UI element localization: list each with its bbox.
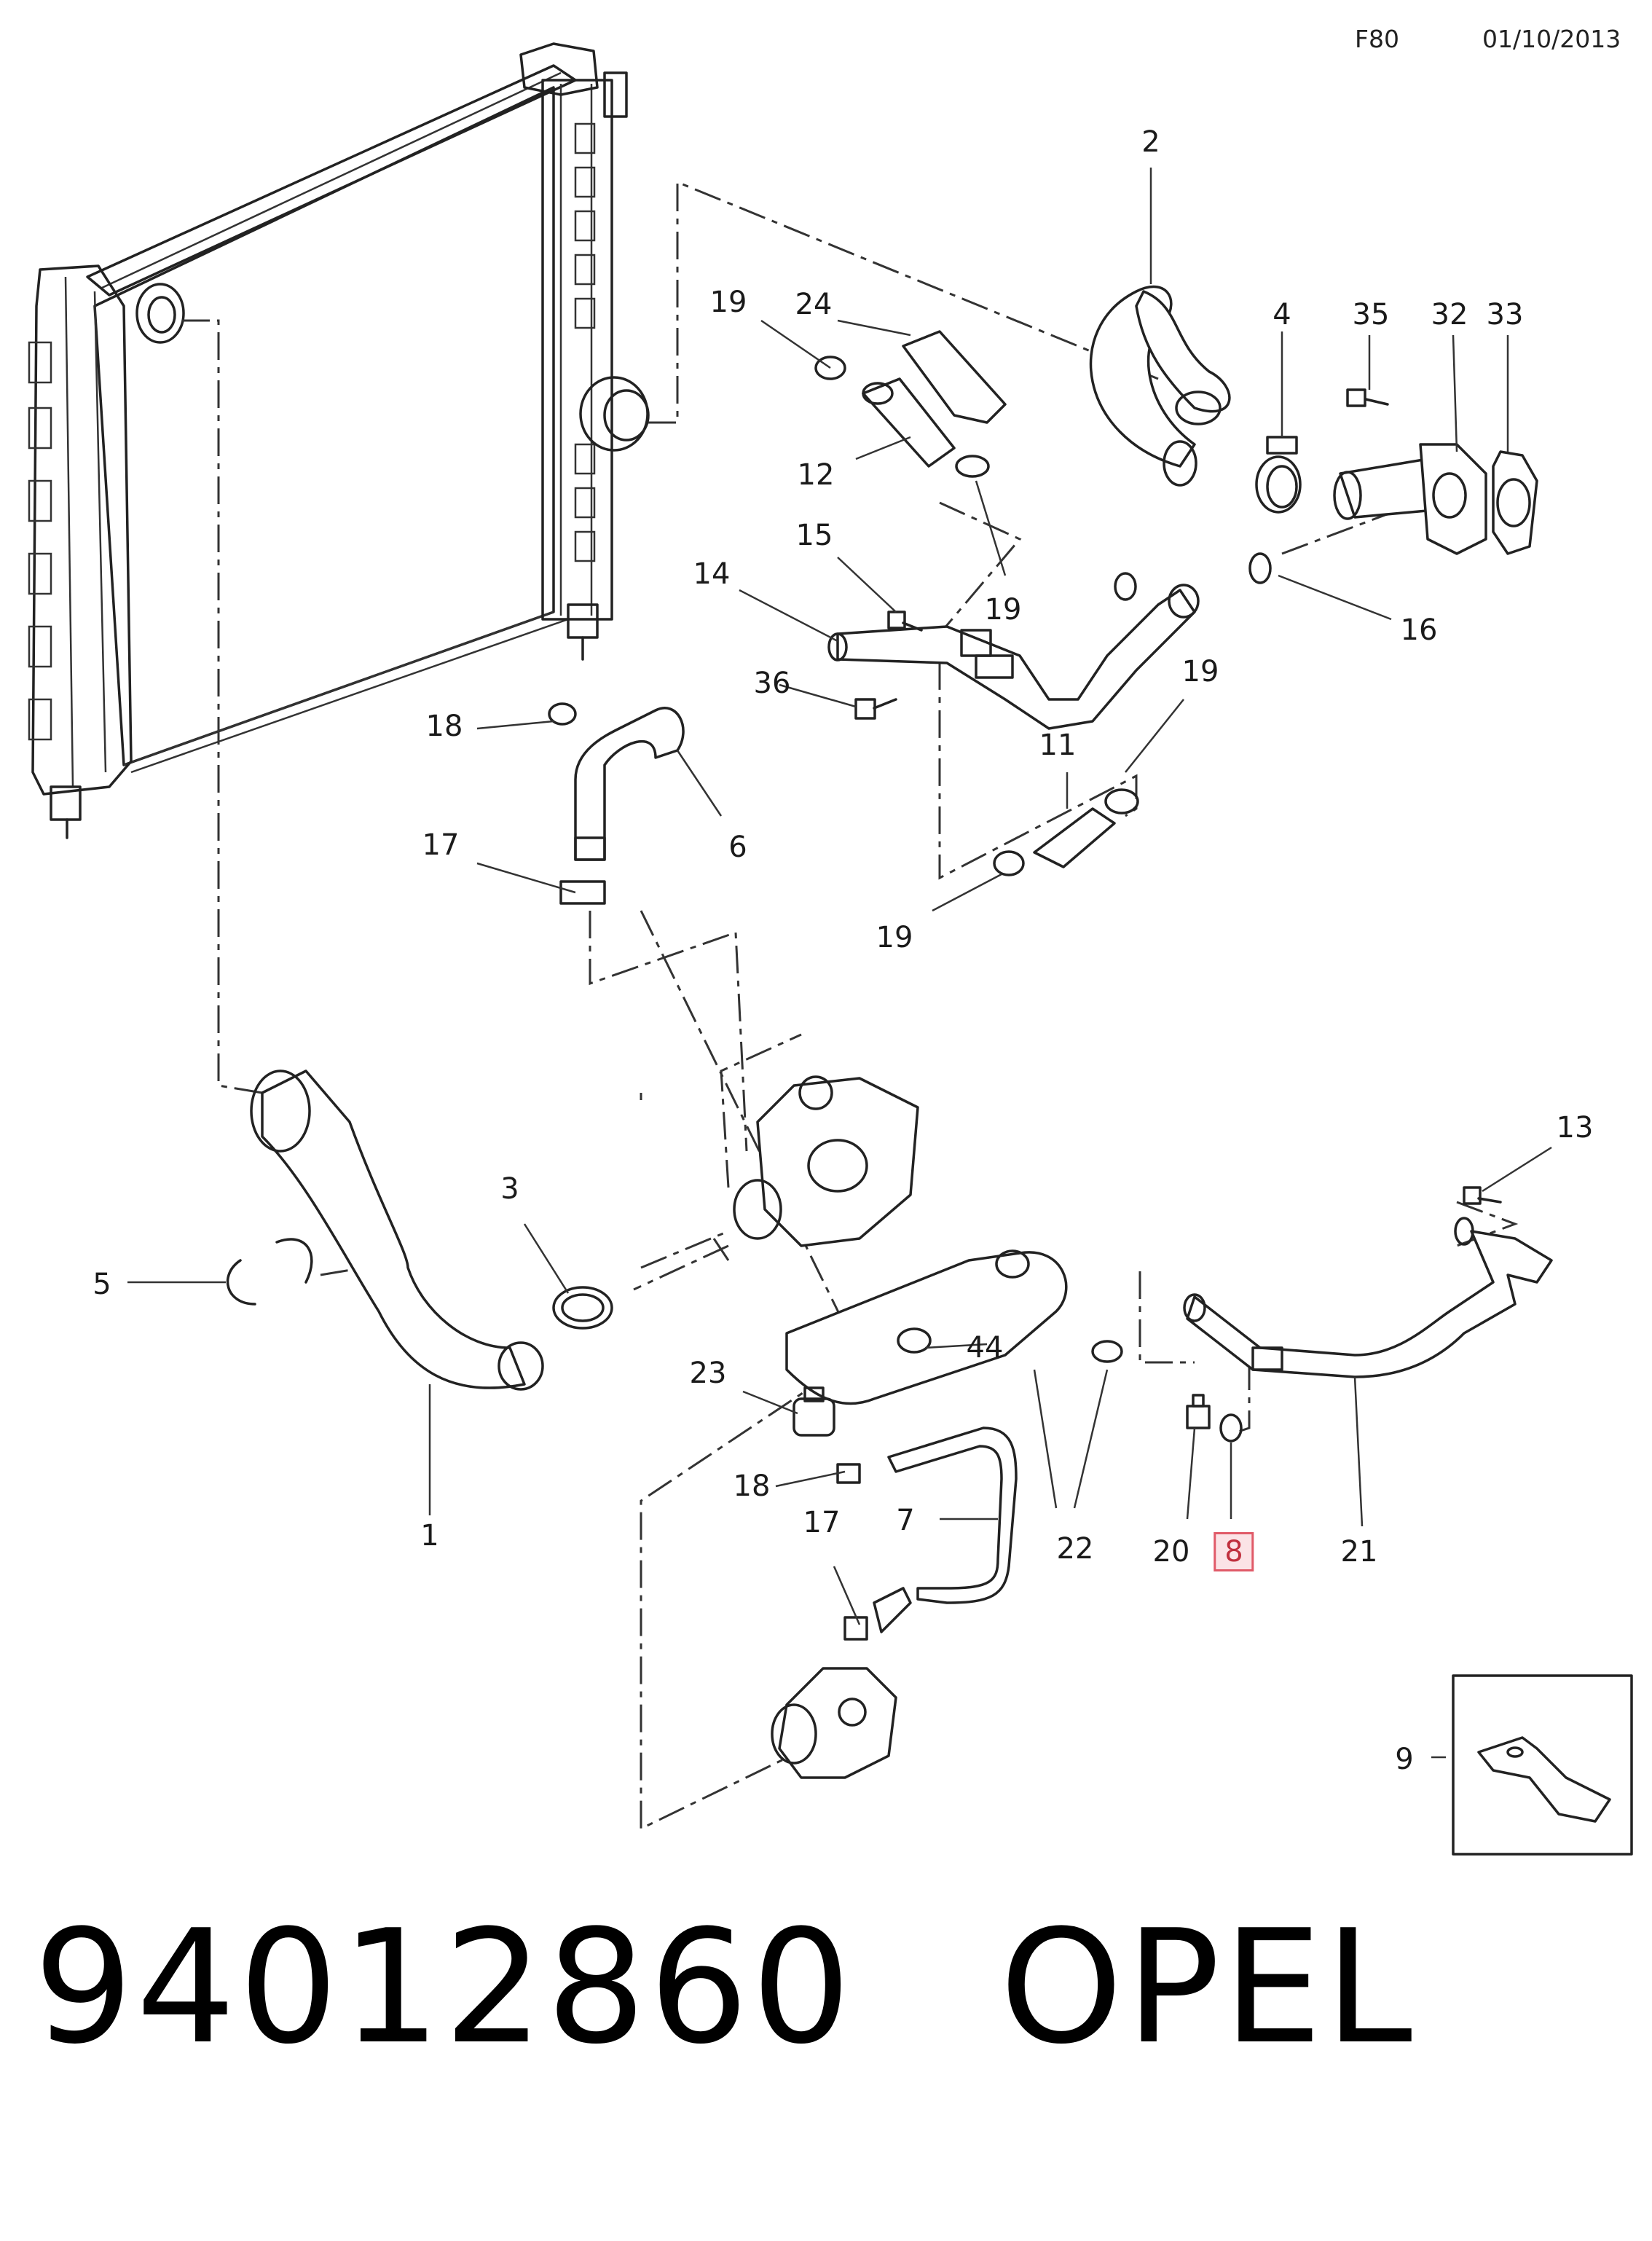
- o-ring-16: [1248, 552, 1272, 584]
- diagram-date: 01/10/2013: [1482, 25, 1621, 53]
- callout-20[interactable]: 20: [1152, 1535, 1190, 1569]
- clamp-4: [1255, 436, 1302, 514]
- callout-12[interactable]: 12: [797, 458, 835, 492]
- inset-9: [1452, 1674, 1633, 1856]
- thermostat-housing: [733, 1075, 919, 1247]
- callout-17-upper[interactable]: 17: [422, 828, 460, 862]
- pipe-22: [785, 1249, 1123, 1405]
- part-number: 94012860: [34, 1896, 854, 2079]
- callout-33[interactable]: 33: [1486, 298, 1524, 331]
- hose-11: [993, 788, 1139, 876]
- callout-5[interactable]: 5: [93, 1268, 111, 1301]
- hose-2: [1089, 285, 1231, 487]
- bolt-36: [854, 698, 897, 720]
- leader-lines: [127, 168, 1552, 1759]
- callout-23[interactable]: 23: [689, 1357, 727, 1390]
- radiator: [28, 42, 650, 839]
- callout-32[interactable]: 32: [1431, 298, 1468, 331]
- callout-21[interactable]: 21: [1340, 1535, 1378, 1569]
- callout-14[interactable]: 14: [693, 557, 731, 591]
- callout-19-bottom[interactable]: 19: [876, 921, 913, 954]
- bolt-20: [1186, 1394, 1211, 1429]
- assembly-lines: [182, 180, 1519, 1831]
- brand-name: OPEL: [999, 1896, 1415, 2079]
- clamp-44: [897, 1327, 932, 1354]
- callout-11[interactable]: 11: [1039, 729, 1077, 762]
- valve-23: [792, 1386, 835, 1437]
- callout-44[interactable]: 44: [966, 1331, 1004, 1365]
- callout-18-upper[interactable]: 18: [425, 710, 463, 743]
- pipe-14: [827, 572, 1200, 730]
- hose-6: [548, 702, 685, 905]
- clip-5: [226, 1238, 313, 1306]
- callout-9[interactable]: 9: [1395, 1743, 1414, 1776]
- bolt-35: [1346, 388, 1389, 407]
- clamp-19-top: [814, 356, 990, 478]
- flange-32: [1333, 443, 1487, 555]
- pipe-21: [1183, 1217, 1553, 1378]
- callout-19-middle[interactable]: 19: [984, 593, 1022, 627]
- callout-15[interactable]: 15: [795, 519, 833, 552]
- hose-1: [250, 1070, 544, 1391]
- callout-19-right[interactable]: 19: [1181, 655, 1219, 688]
- bolt-15: [887, 611, 923, 632]
- callout-22[interactable]: 22: [1056, 1532, 1094, 1566]
- outlet-housing: [771, 1667, 897, 1779]
- callout-16[interactable]: 16: [1400, 613, 1438, 647]
- callout-19-top[interactable]: 19: [709, 286, 747, 319]
- diagram-code: F80: [1355, 25, 1399, 53]
- callout-8-highlighted[interactable]: 8: [1214, 1532, 1254, 1571]
- callout-13[interactable]: 13: [1556, 1111, 1594, 1145]
- callout-1[interactable]: 1: [420, 1519, 439, 1553]
- clamp-3: [552, 1286, 613, 1330]
- callout-2[interactable]: 2: [1141, 125, 1160, 159]
- hose-7: [836, 1426, 1018, 1641]
- callout-7[interactable]: 7: [896, 1504, 915, 1537]
- callout-17-lower[interactable]: 17: [803, 1506, 841, 1539]
- callout-6[interactable]: 6: [728, 831, 747, 864]
- gasket-33: [1492, 450, 1538, 555]
- callout-18-lower[interactable]: 18: [733, 1469, 771, 1503]
- callout-36[interactable]: 36: [753, 667, 791, 700]
- callout-4[interactable]: 4: [1273, 298, 1291, 331]
- sleeve-24: [902, 330, 1007, 424]
- callout-24[interactable]: 24: [795, 288, 833, 321]
- callout-35[interactable]: 35: [1352, 298, 1390, 331]
- callout-3[interactable]: 3: [500, 1172, 519, 1206]
- washer-8: [1219, 1413, 1243, 1443]
- bolt-13: [1463, 1186, 1502, 1205]
- hose-12: [862, 377, 956, 468]
